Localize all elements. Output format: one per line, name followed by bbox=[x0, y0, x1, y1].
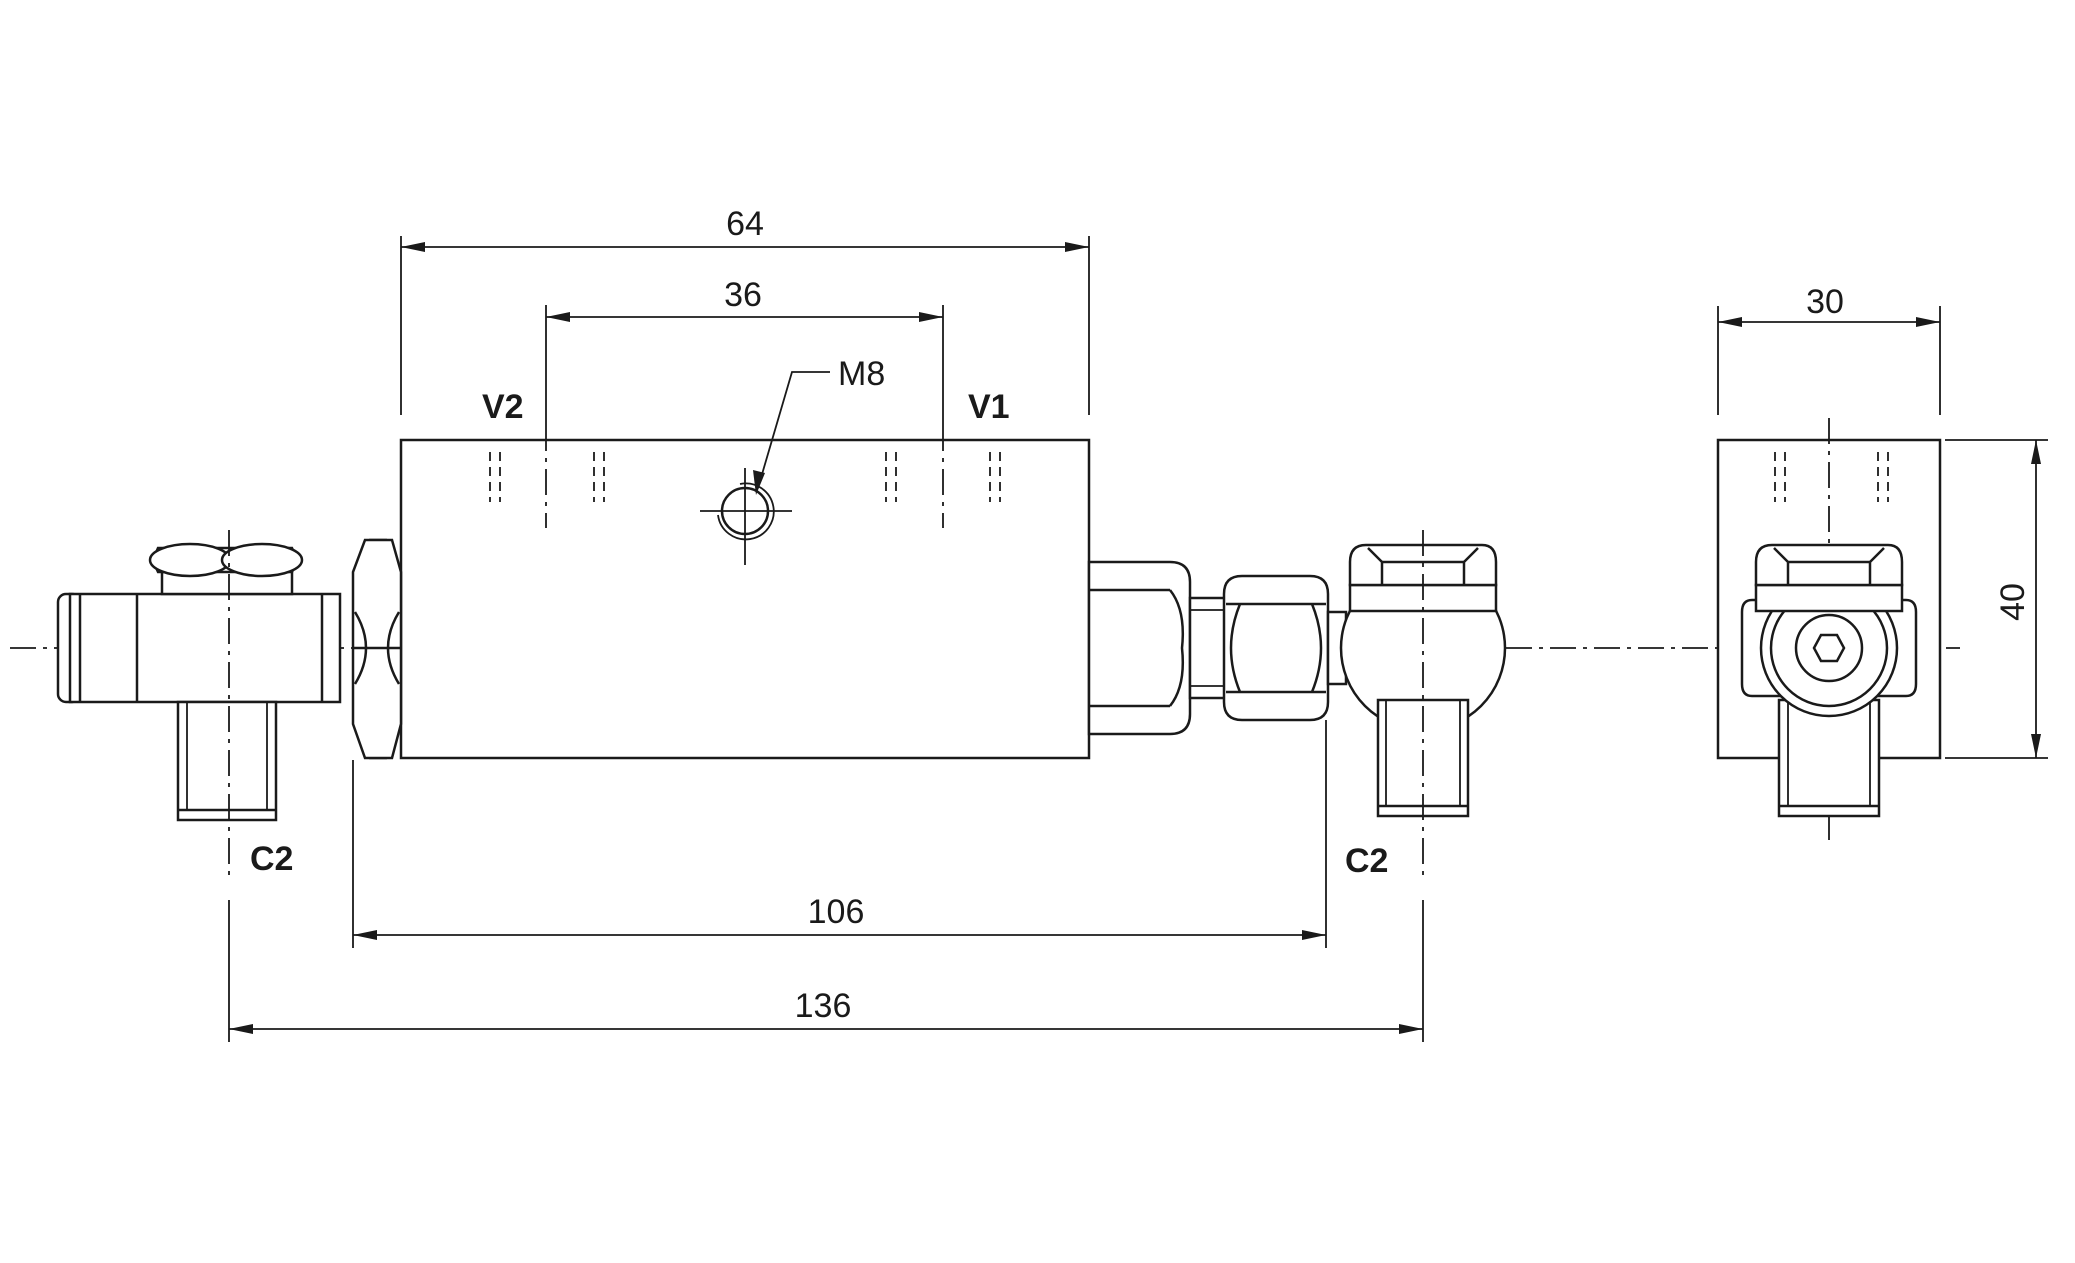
dimension-64-label: 64 bbox=[726, 205, 764, 243]
v1-label: V1 bbox=[968, 388, 1010, 426]
m8-leader bbox=[753, 371, 830, 495]
dimension-40-label: 40 bbox=[1994, 583, 2032, 621]
dimension-36-label: 36 bbox=[724, 276, 762, 314]
dimension-106 bbox=[352, 720, 1327, 948]
side-view: 30 40 bbox=[1716, 283, 2048, 840]
dimension-64 bbox=[400, 236, 1090, 415]
c2-right-label: C2 bbox=[1345, 842, 1388, 880]
c2-left-label: C2 bbox=[250, 840, 293, 878]
hidden-port-lines bbox=[489, 452, 1001, 502]
side-hidden-port-lines bbox=[1774, 452, 1889, 502]
dimension-106-label: 106 bbox=[808, 893, 865, 931]
left-body-nut bbox=[351, 538, 403, 760]
dimension-40 bbox=[1945, 439, 2048, 759]
dimension-136 bbox=[228, 900, 1424, 1042]
left-banjo-fitting bbox=[56, 542, 342, 822]
v2-label: V2 bbox=[482, 388, 524, 426]
side-banjo-fitting bbox=[1740, 543, 1918, 818]
right-fitting-assembly bbox=[1087, 543, 1507, 818]
dimension-36 bbox=[545, 305, 944, 425]
front-view: 64 36 M8 V2 V1 C2 C2 106 bbox=[10, 205, 1960, 1042]
dimension-30 bbox=[1717, 306, 1941, 415]
dimension-136-label: 136 bbox=[795, 987, 852, 1025]
m8-label: M8 bbox=[838, 355, 885, 393]
dimension-30-label: 30 bbox=[1806, 283, 1844, 321]
